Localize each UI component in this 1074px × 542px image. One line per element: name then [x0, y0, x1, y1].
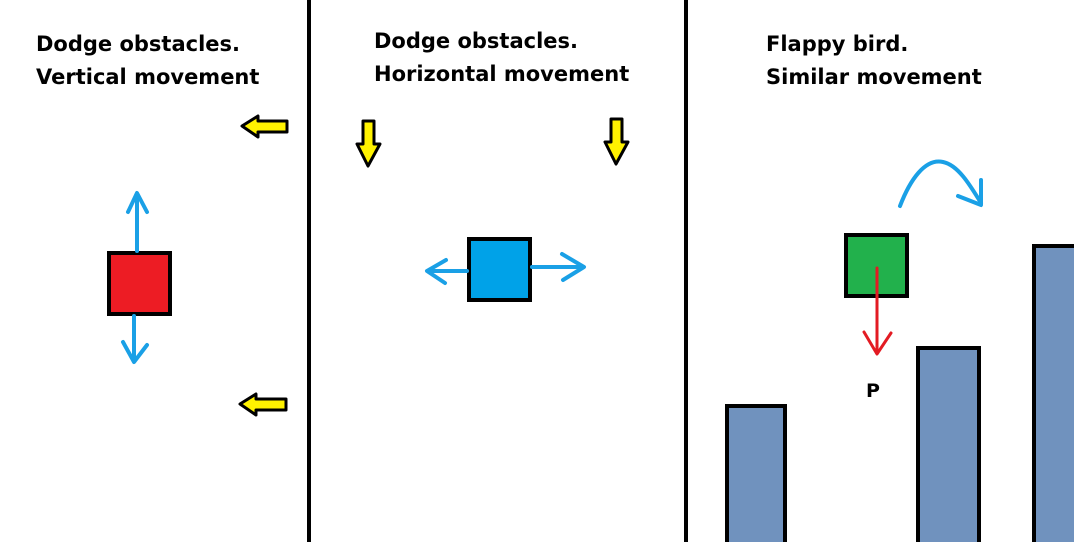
- pipe-obstacle: [916, 346, 981, 542]
- down-arrow-icon: [121, 314, 149, 364]
- player-blue-square: [467, 237, 532, 302]
- pipe-label: P: [866, 380, 880, 402]
- gravity-down-arrow-icon: [862, 266, 893, 356]
- right-arrow-icon: [530, 252, 586, 282]
- up-arrow-icon: [126, 191, 149, 253]
- panel-caption-flappy: Flappy bird. Similar movement: [766, 28, 982, 94]
- obstacle-down-arrow-icon: [355, 119, 382, 168]
- caption-line: Flappy bird.: [766, 32, 909, 56]
- panel-caption-vertical: Dodge obstacles. Vertical movement: [36, 28, 259, 94]
- panel-caption-horizontal: Dodge obstacles. Horizontal movement: [374, 25, 629, 91]
- left-arrow-icon: [425, 258, 469, 285]
- caption-line: Dodge obstacles.: [374, 29, 579, 53]
- jump-curved-arrow-icon: [898, 159, 983, 208]
- obstacle-left-arrow-icon: [238, 392, 288, 417]
- player-red-square: [107, 251, 172, 316]
- pipe-obstacle: [725, 404, 787, 542]
- caption-line: Dodge obstacles.: [36, 32, 241, 56]
- caption-line: Similar movement: [766, 65, 982, 89]
- pipe-obstacle: [1032, 244, 1074, 542]
- obstacle-left-arrow-icon: [240, 114, 289, 139]
- caption-line: Vertical movement: [36, 65, 260, 89]
- obstacle-down-arrow-icon: [603, 117, 630, 166]
- caption-line: Horizontal movement: [374, 62, 630, 86]
